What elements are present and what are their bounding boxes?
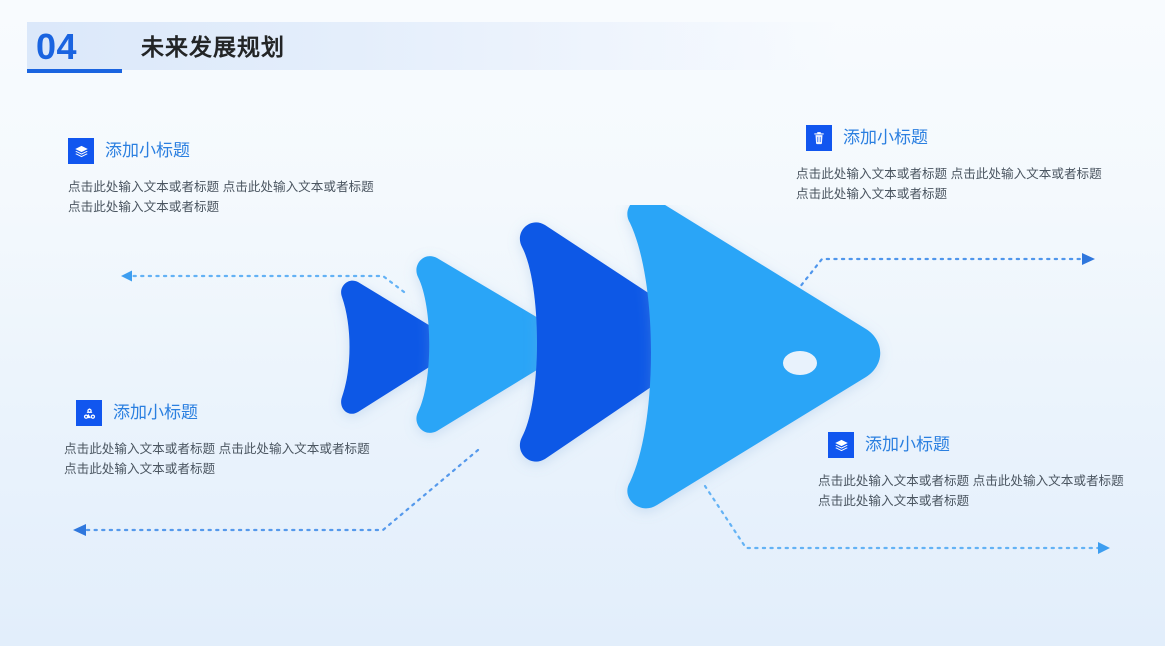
fish-eye — [783, 351, 817, 375]
trash-icon — [806, 125, 832, 151]
info-body: 点击此处输入文本或者标题 点击此处输入文本或者标题 点击此处输入文本或者标题 — [818, 474, 1124, 508]
header-underline — [27, 69, 122, 73]
info-body: 点击此处输入文本或者标题 点击此处输入文本或者标题 点击此处输入文本或者标题 — [68, 180, 374, 214]
layers-icon — [68, 138, 94, 164]
info-block-top-right[interactable]: 添加小标题 点击此处输入文本或者标题 点击此处输入文本或者标题 点击此处输入文本… — [796, 125, 1108, 204]
section-number: 04 — [36, 26, 78, 67]
chevron-3 — [519, 222, 697, 462]
info-title: 添加小标题 — [843, 128, 928, 147]
info-head: 添加小标题 — [68, 138, 378, 164]
page-title: 未来发展规划 — [141, 34, 285, 60]
info-head: 添加小标题 — [76, 400, 376, 426]
cluster-icon — [76, 400, 102, 426]
info-head: 添加小标题 — [828, 432, 1130, 458]
info-body: 点击此处输入文本或者标题 点击此处输入文本或者标题 点击此处输入文本或者标题 — [64, 442, 370, 476]
info-block-bottom-left[interactable]: 添加小标题 点击此处输入文本或者标题 点击此处输入文本或者标题 点击此处输入文本… — [64, 400, 376, 479]
chevron-4 — [627, 205, 881, 509]
info-title: 添加小标题 — [105, 141, 190, 160]
layers-icon — [828, 432, 854, 458]
info-block-bottom-right[interactable]: 添加小标题 点击此处输入文本或者标题 点击此处输入文本或者标题 点击此处输入文本… — [818, 432, 1130, 511]
info-block-top-left[interactable]: 添加小标题 点击此处输入文本或者标题 点击此处输入文本或者标题 点击此处输入文本… — [68, 138, 378, 217]
fish-arrow-diagram — [341, 205, 881, 509]
info-title: 添加小标题 — [113, 403, 198, 422]
info-body: 点击此处输入文本或者标题 点击此处输入文本或者标题 点击此处输入文本或者标题 — [796, 167, 1102, 201]
chevron-1 — [341, 280, 450, 414]
info-head: 添加小标题 — [806, 125, 1108, 151]
info-title: 添加小标题 — [865, 435, 950, 454]
header-band — [27, 22, 837, 70]
chevron-2 — [416, 256, 561, 433]
